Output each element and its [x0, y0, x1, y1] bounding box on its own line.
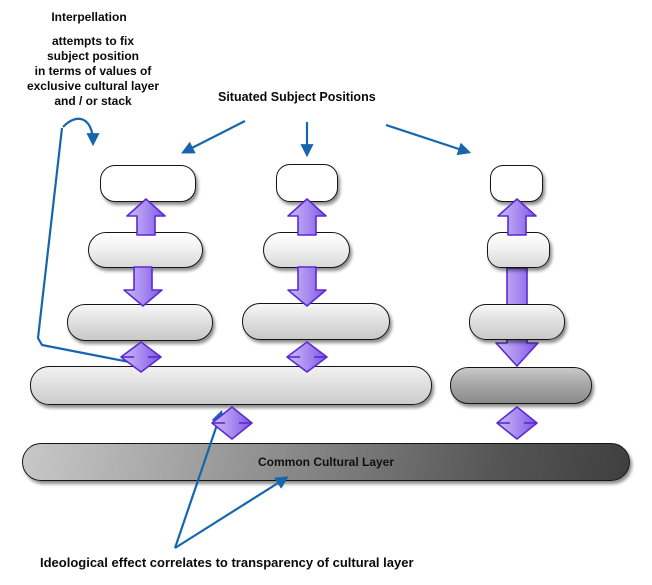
blue-arrow-caption-to-common-layer	[174, 476, 289, 549]
purple-up-arrow-right-stack	[497, 198, 537, 236]
interpellation-line-3: in terms of values of	[34, 64, 152, 78]
purple-up-arrow-left-stack	[126, 198, 166, 236]
blue-polyline-interpellation-to-left-diamond	[36, 127, 151, 368]
ideological-effect-caption: Ideological effect correlates to transpa…	[40, 555, 414, 570]
common-cultural-layer: Common Cultural Layer	[22, 443, 630, 481]
blue-arrow-situated-to-right-pill	[385, 123, 472, 156]
situated-subject-positions-label: Situated Subject Positions	[218, 90, 376, 104]
purple-diamond-middle-stack	[286, 341, 328, 373]
exclusive-cultural-layer-shared	[30, 366, 432, 405]
blue-curved-arrow-interpellation-to-left-stack	[62, 117, 100, 147]
cultural-layer-right-4	[450, 367, 592, 404]
purple-diamond-left-stack	[120, 341, 162, 373]
interpellation-line-5: and / or stack	[54, 94, 132, 108]
interpellation-line-1: attempts to fix	[51, 34, 134, 48]
purple-diamond-shared-to-common	[211, 406, 253, 440]
interpellation-title: Interpellation	[51, 10, 127, 24]
cultural-layer-left-3	[67, 304, 213, 341]
blue-arrow-caption-to-diamond	[173, 409, 225, 549]
purple-diamond-right-to-common	[496, 406, 538, 440]
interpellation-description: attempts to fix subject position in term…	[12, 34, 174, 109]
interpellation-line-4: exclusive cultural layer	[26, 79, 160, 93]
cultural-layer-right-3	[469, 304, 565, 340]
purple-down-arrow-left-stack	[123, 266, 163, 307]
purple-up-arrow-middle-stack	[287, 198, 327, 236]
blue-arrow-situated-to-left-pill	[181, 120, 246, 154]
cultural-layer-middle-3	[242, 303, 390, 340]
common-cultural-layer-label: Common Cultural Layer	[257, 455, 395, 469]
subject-position-pill-right	[490, 165, 543, 202]
purple-down-arrow-middle-stack	[287, 266, 327, 307]
interpellation-line-2: subject position	[46, 49, 139, 63]
